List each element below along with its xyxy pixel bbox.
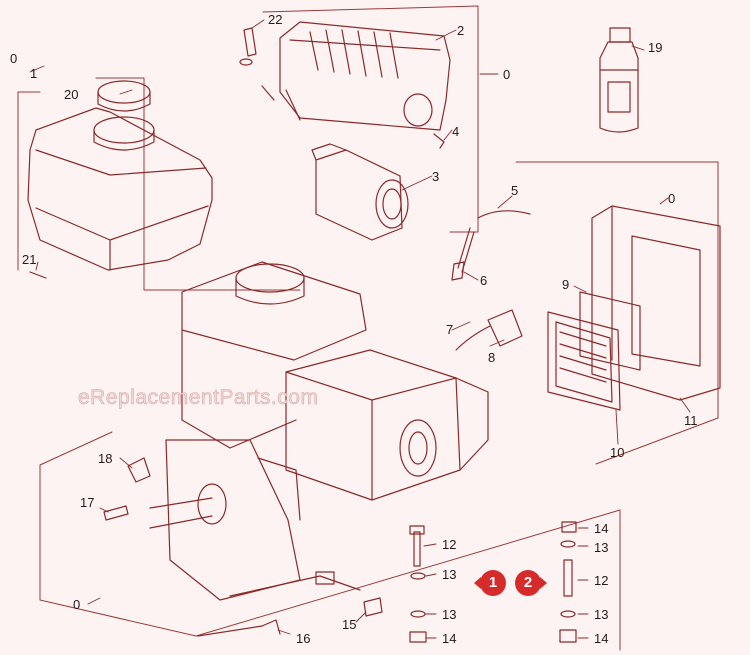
oil-bottle-drawing xyxy=(599,27,639,133)
part-label-15[interactable]: 15 xyxy=(342,617,357,632)
shroud-cover-drawing xyxy=(261,21,451,131)
part-label-7[interactable]: 7 xyxy=(446,322,454,337)
fuel-tank-drawing xyxy=(27,80,213,271)
part-label-12-right[interactable]: 12 xyxy=(594,573,609,588)
prev-diagram-label: 1 xyxy=(488,574,498,591)
part-label-14-left[interactable]: 14 xyxy=(442,631,457,646)
part-label-12-left[interactable]: 12 xyxy=(442,537,457,552)
prev-diagram-button[interactable]: 1 xyxy=(474,570,506,596)
part-label-13-right-top[interactable]: 13 xyxy=(594,540,609,555)
part-label-10[interactable]: 10 xyxy=(610,445,625,460)
part-label-0-shroud[interactable]: 0 xyxy=(503,67,511,82)
hardware-drawing xyxy=(29,27,577,643)
part-label-18[interactable]: 18 xyxy=(98,451,113,466)
part-label-8[interactable]: 8 xyxy=(488,350,496,365)
part-label-16[interactable]: 16 xyxy=(296,631,311,646)
part-label-21[interactable]: 21 xyxy=(22,252,37,267)
part-label-5[interactable]: 5 xyxy=(511,183,519,198)
part-label-3[interactable]: 3 xyxy=(432,169,440,184)
part-label-9[interactable]: 9 xyxy=(562,277,570,292)
part-label-20[interactable]: 20 xyxy=(64,87,79,102)
leader-lines xyxy=(29,19,691,639)
part-label-0-filter[interactable]: 0 xyxy=(668,191,676,206)
part-label-11[interactable]: 11 xyxy=(684,413,698,428)
part-label-4[interactable]: 4 xyxy=(452,124,460,139)
air-filter-drawing xyxy=(547,205,721,411)
part-label-14-top[interactable]: 14 xyxy=(594,521,609,536)
air-cleaner-drawing xyxy=(311,143,409,241)
part-label-1[interactable]: 1 xyxy=(30,66,38,81)
part-label-17[interactable]: 17 xyxy=(80,495,95,510)
part-label-2[interactable]: 2 xyxy=(457,23,465,38)
part-label-13-left-bottom[interactable]: 13 xyxy=(442,607,457,622)
watermark: eReplacementParts.com xyxy=(78,386,319,410)
engine-body-drawing xyxy=(149,261,489,601)
part-label-19[interactable]: 19 xyxy=(648,40,663,55)
group-brackets xyxy=(17,5,719,651)
part-label-22[interactable]: 22 xyxy=(268,12,283,27)
next-diagram-button[interactable]: 2 xyxy=(515,570,547,596)
part-label-14-right[interactable]: 14 xyxy=(594,631,609,646)
arrow-left-icon xyxy=(474,577,481,589)
part-label-0-engine[interactable]: 0 xyxy=(73,597,81,612)
ignition-parts-drawing xyxy=(451,210,531,351)
part-label-0-tank[interactable]: 0 xyxy=(10,51,18,66)
part-label-6[interactable]: 6 xyxy=(480,273,488,288)
next-diagram-label: 2 xyxy=(523,574,533,591)
arrow-right-icon xyxy=(540,577,547,589)
part-label-13-right-bottom[interactable]: 13 xyxy=(594,607,609,622)
part-label-13-left-top[interactable]: 13 xyxy=(442,567,457,582)
